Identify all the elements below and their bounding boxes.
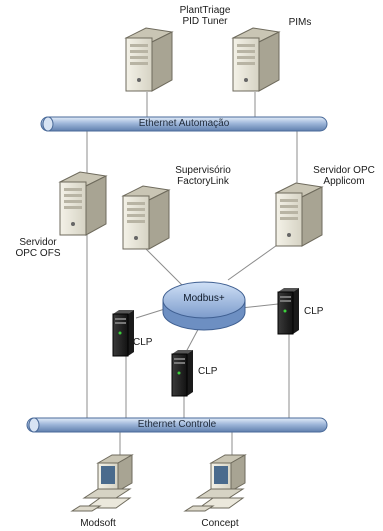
workstation-icon-modsoft [70, 454, 134, 512]
ethernet-control-bus [26, 417, 328, 433]
clp-right-label: CLP [304, 306, 324, 317]
opc-ofs-label: Servidor OPC OFS [15, 237, 61, 259]
server-icon-planttriage [124, 27, 174, 92]
ethernet-automation-bus [40, 116, 328, 132]
server-icon-pims [231, 27, 281, 92]
ethernet-automation-label: Ethernet Automação [138, 118, 230, 129]
planttriage-label: PlantTriage PID Tuner [179, 5, 231, 27]
clp-middle-label: CLP [198, 366, 218, 377]
server-icon-applicom [274, 182, 324, 247]
plc-tower-icon-right [277, 288, 299, 335]
pims-label: PIMs [288, 17, 312, 28]
ethernet-control-label: Ethernet Controle [137, 419, 217, 430]
factorylink-label: Supervisório FactoryLink [175, 165, 231, 187]
modsoft-label: Modsoft [80, 518, 116, 529]
workstation-icon-concept [183, 454, 247, 512]
clp-left-label: CLP [133, 337, 153, 348]
modbus-hub-disc [162, 281, 246, 331]
applicom-label: Servidor OPC Applicom [313, 165, 375, 187]
concept-label: Concept [201, 518, 239, 529]
server-icon-factorylink [121, 185, 171, 250]
plc-tower-icon-left [112, 310, 134, 357]
modbus-hub-label: Modbus+ [183, 293, 225, 304]
server-icon-opc-ofs [58, 171, 108, 236]
plc-tower-icon-middle [171, 350, 193, 397]
connection-lines [86, 92, 298, 458]
